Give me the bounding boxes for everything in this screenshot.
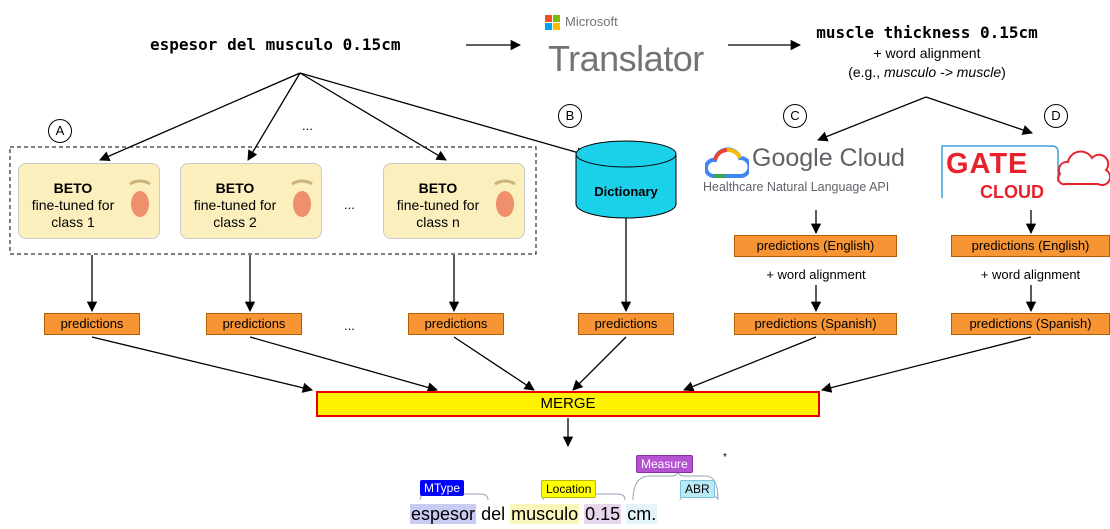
- word-quantity: 0.15: [584, 504, 622, 524]
- output-alignment: + word alignment: [873, 45, 981, 61]
- word-del: del: [481, 504, 506, 524]
- word-espesor: espesor: [410, 504, 477, 524]
- google-cloud-subtitle: Healthcare Natural Language API: [703, 180, 890, 194]
- alignment-example: (e.g., musculo -> muscle): [848, 64, 1006, 80]
- predictions-english-gate: predictions (English): [951, 235, 1110, 257]
- gate-cloud-logo: GATE CLOUD: [940, 138, 1110, 210]
- google-cloud-icon: [705, 147, 749, 178]
- beto-face-icon: [494, 179, 516, 217]
- translator-product: Translator: [548, 38, 704, 79]
- translated-output: muscle thickness 0.15cm + word alignment…: [802, 22, 1052, 82]
- predictions-beto-n: predictions: [408, 313, 504, 335]
- predictions-beto-1: predictions: [44, 313, 140, 335]
- gate-cloud-sub: CLOUD: [980, 182, 1044, 202]
- merge-box: MERGE: [316, 391, 820, 417]
- predictions-beto-2: predictions: [206, 313, 302, 335]
- microsoft-brand: Microsoft: [565, 14, 618, 29]
- annotated-sentence: espesor del musculo 0.15 cm.: [410, 502, 658, 526]
- microsoft-logo-icon: [545, 15, 561, 31]
- marker-d: D: [1044, 104, 1068, 128]
- marker-c: C: [783, 104, 807, 128]
- ellipsis-predictions: ...: [344, 318, 355, 333]
- beto-face-icon: [129, 179, 151, 217]
- predictions-spanish-gate: predictions (Spanish): [951, 313, 1110, 335]
- word-alignment-google: + word alignment: [766, 267, 866, 282]
- translated-sentence: muscle thickness 0.15cm: [816, 23, 1038, 42]
- predictions-english-google: predictions (English): [734, 235, 897, 257]
- predictions-dictionary: predictions: [578, 313, 674, 335]
- dictionary-database: Dictionary: [575, 140, 677, 220]
- tag-mtype: MType: [420, 480, 465, 496]
- word-unit: cm.: [626, 504, 658, 524]
- ellipsis-beto: ...: [344, 197, 355, 212]
- marker-a: A: [48, 119, 72, 143]
- database-icon: [575, 140, 677, 219]
- tag-abr: ABR: [680, 480, 715, 498]
- google-cloud-logo: Google Cloud Healthcare Natural Language…: [700, 142, 930, 206]
- word-musculo: musculo: [510, 504, 580, 524]
- input-sentence: espesor del musculo 0.15cm: [150, 35, 401, 54]
- beto-face-icon: [291, 179, 313, 217]
- measure-mark: *: [723, 452, 727, 463]
- gate-name: GATE: [946, 148, 1029, 180]
- gate-cloud-icon: [941, 145, 1110, 198]
- tag-location: Location: [541, 480, 597, 498]
- word-alignment-gate: + word alignment: [980, 267, 1081, 282]
- google-cloud-name: Google Cloud: [752, 144, 905, 172]
- tag-measure: Measure: [636, 455, 693, 473]
- predictions-spanish-google: predictions (Spanish): [734, 313, 897, 335]
- dictionary-label: Dictionary: [594, 184, 658, 199]
- ellipsis-top: ...: [302, 118, 313, 133]
- marker-b: B: [558, 104, 582, 128]
